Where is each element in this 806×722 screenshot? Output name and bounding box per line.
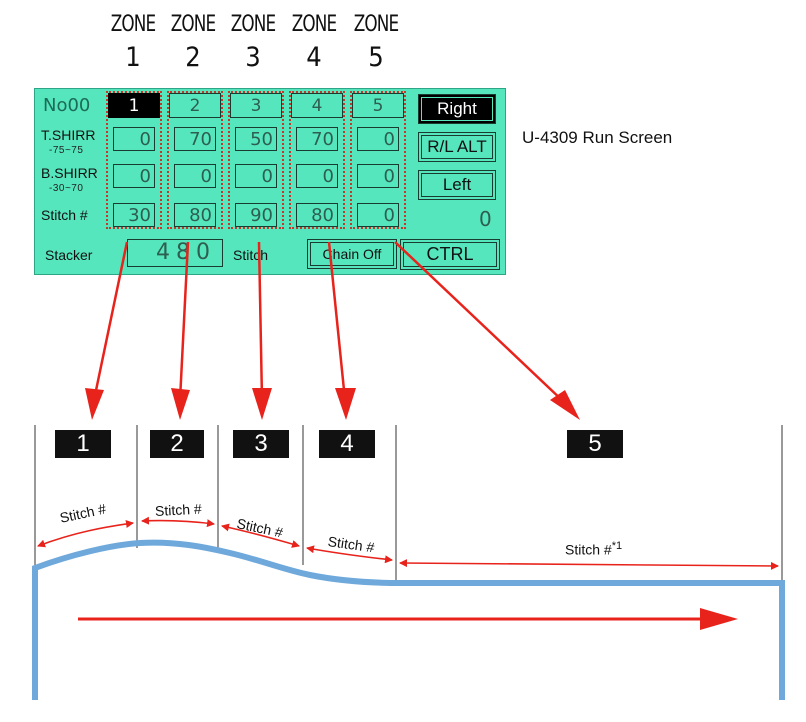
zone-5-b-shirr-field[interactable]: 0: [357, 164, 399, 188]
zone-2-t-shirr-field[interactable]: 70: [174, 127, 216, 151]
zone-3-button[interactable]: 3: [230, 93, 282, 118]
b-shirr-range: -30~70: [49, 183, 84, 194]
zone-1-b-shirr-field[interactable]: 0: [113, 164, 155, 188]
zone-4-t-shirr-field[interactable]: 70: [296, 127, 338, 151]
zone-4-b-shirr-field[interactable]: 0: [296, 164, 338, 188]
segment-label-3: 3: [233, 430, 289, 458]
zone-header-number: 3: [245, 42, 261, 73]
stitch-dimension-label-2: Stitch #: [154, 500, 203, 519]
zone-3-b-shirr-field[interactable]: 0: [235, 164, 277, 188]
zone-3-t-shirr-field[interactable]: 50: [235, 127, 277, 151]
left-button[interactable]: Left: [418, 170, 496, 200]
zone-3-stitch-field[interactable]: 90: [235, 203, 277, 227]
zone-4-arrow: [327, 241, 347, 401]
zone-pointer-arrowheads: [85, 388, 580, 420]
program-number: No00: [43, 95, 91, 116]
zone-4-frame: [289, 91, 345, 229]
zone-header-number: 5: [368, 42, 384, 73]
zone-4-button[interactable]: 4: [291, 93, 343, 118]
zone-5-frame: [350, 91, 406, 229]
zone-dividers: [34, 425, 783, 582]
zone-1-button[interactable]: 1: [108, 93, 160, 118]
zone-header-5: ZONE 5: [346, 12, 406, 73]
b-shirr-label: B.SHIRR: [41, 165, 98, 181]
zone-2-button[interactable]: 2: [169, 93, 221, 118]
ctrl-button[interactable]: CTRL: [400, 239, 500, 270]
zone-header-3: ZONE 3: [223, 12, 283, 73]
rl-alt-button[interactable]: R/L ALT: [418, 132, 496, 162]
zone-5-button[interactable]: 5: [352, 93, 404, 118]
zone-2-stitch-field[interactable]: 80: [174, 203, 216, 227]
segment-label-2: 2: [150, 430, 204, 458]
zone-2-frame: [167, 91, 223, 229]
zone-header-number: 2: [185, 42, 201, 73]
zone-2-arrow: [178, 241, 190, 401]
zone-pointer-arrows: [92, 241, 566, 404]
chain-off-button[interactable]: Chain Off: [307, 239, 397, 269]
zone-1-frame: [106, 91, 162, 229]
segment-label-5: 5: [567, 430, 623, 458]
counter-value: 0: [479, 207, 492, 231]
zone-header-number: 1: [125, 42, 141, 73]
zone-header-2: ZONE 2: [163, 12, 223, 73]
zone-header-4: ZONE 4: [284, 12, 344, 73]
stitch-dimensions: [37, 516, 779, 570]
zone-header-word: ZONE: [353, 12, 399, 37]
zone-header-1: ZONE 1: [103, 12, 163, 73]
run-screen-caption: U-4309 Run Screen: [522, 128, 673, 147]
footnote-mark: *1: [611, 540, 623, 552]
zone-2-b-shirr-field[interactable]: 0: [174, 164, 216, 188]
t-shirr-range: -75~75: [49, 145, 84, 156]
segment-label-4: 4: [319, 430, 375, 458]
stitch-row-label: Stitch #: [41, 207, 88, 223]
stitch-dimension-label-5-text: Stitch #: [565, 541, 612, 558]
stacker-label: Stacker: [45, 247, 93, 263]
zone-header-word: ZONE: [230, 12, 276, 37]
right-button[interactable]: Right: [418, 94, 496, 124]
zone-1-arrow: [92, 241, 129, 401]
t-shirr-label: T.SHIRR: [41, 127, 96, 143]
segment-label-1: 1: [55, 430, 111, 458]
zone-1-stitch-field[interactable]: 30: [113, 203, 155, 227]
zone-5-arrow: [394, 241, 566, 404]
zone-header-word: ZONE: [291, 12, 337, 37]
fabric-curve: [32, 539, 785, 700]
zone-1-t-shirr-field[interactable]: 0: [113, 127, 155, 151]
stitch-dimension-label-5: Stitch #*1: [565, 540, 622, 558]
run-screen-panel: No00 1 2 3 4 5 T.SHIRR -75~75 B.SHIRR -3…: [34, 88, 506, 275]
zone-5-stitch-field[interactable]: 0: [357, 203, 399, 227]
zone-3-arrow: [257, 241, 264, 401]
zone-header-word: ZONE: [110, 12, 156, 37]
zone-header-word: ZONE: [170, 12, 216, 37]
zone-4-stitch-field[interactable]: 80: [296, 203, 338, 227]
flow-arrow-head: [700, 608, 738, 630]
zone-5-t-shirr-field[interactable]: 0: [357, 127, 399, 151]
zone-header-number: 4: [306, 42, 322, 73]
stacker-value: 480: [127, 239, 223, 267]
zone-3-frame: [228, 91, 284, 229]
